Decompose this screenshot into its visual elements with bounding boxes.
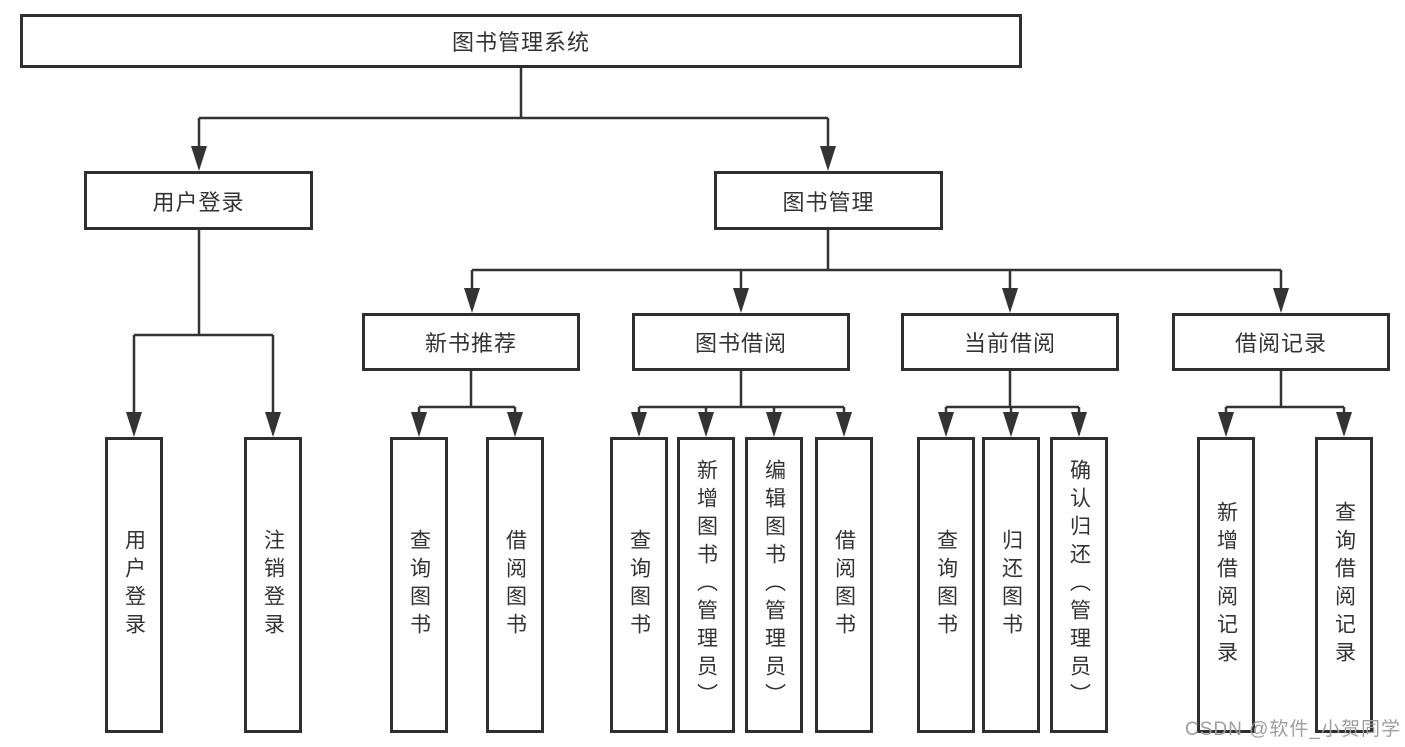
- leaf-borrow-edit-books-admin: 编辑图书（管理员）: [745, 437, 803, 733]
- leaf-borrow-borrow-books: 借阅图书: [815, 437, 873, 733]
- leaf-newbook-borrow-books: 借阅图书: [486, 437, 544, 733]
- node-library-management-system: 图书管理系统: [20, 14, 1022, 68]
- node-current-borrow: 当前借阅: [901, 313, 1119, 371]
- node-book-borrow: 图书借阅: [632, 313, 850, 371]
- leaf-records-add-record: 新增借阅记录: [1197, 437, 1255, 733]
- leaf-borrow-query-books: 查询图书: [610, 437, 668, 733]
- leaf-current-return-books: 归还图书: [982, 437, 1040, 733]
- node-book-management: 图书管理: [714, 171, 943, 230]
- leaf-user-login: 用户登录: [105, 437, 163, 733]
- node-new-book-recommend: 新书推荐: [362, 313, 580, 371]
- connector-root-split: [191, 68, 836, 171]
- csdn-watermark: CSDN @软件_小贺同学: [1185, 719, 1401, 740]
- connector-new-book-split: [411, 371, 523, 437]
- leaf-current-query-books: 查询图书: [917, 437, 975, 733]
- connector-user-login-split: [126, 230, 281, 437]
- leaf-newbook-query-books: 查询图书: [390, 437, 448, 733]
- node-user-login: 用户登录: [84, 171, 313, 230]
- connector-current-borrow-split: [938, 371, 1087, 437]
- node-borrow-records: 借阅记录: [1172, 313, 1390, 371]
- leaf-current-confirm-return-admin: 确认归还（管理员）: [1050, 437, 1108, 733]
- leaf-borrow-add-books-admin: 新增图书（管理员）: [677, 437, 735, 733]
- leaf-records-query-record: 查询借阅记录: [1315, 437, 1373, 733]
- connector-borrow-records-split: [1218, 371, 1352, 437]
- connector-book-borrow-split: [631, 371, 852, 437]
- connector-book-management-split: [464, 230, 1289, 313]
- leaf-logout: 注销登录: [244, 437, 302, 733]
